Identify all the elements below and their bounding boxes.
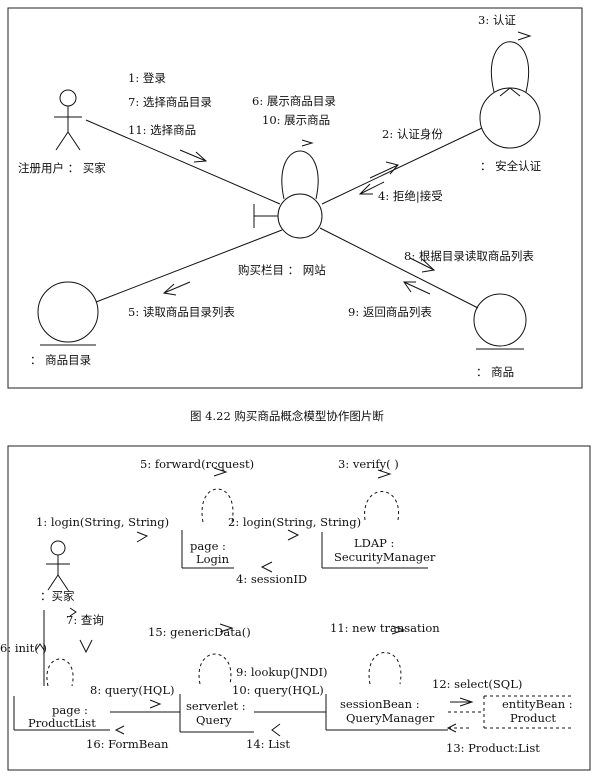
msg-verify: 3: verify( ) xyxy=(338,457,399,471)
login-line2: Login xyxy=(196,552,230,566)
msg-new-trans: 11: new transation xyxy=(330,621,440,635)
link-buy-catalog xyxy=(95,229,283,303)
link-actor-buy xyxy=(85,119,281,205)
msg-lookup: 9: lookup(JNDI) xyxy=(236,665,328,679)
msg-select-catalog: 7: 选择商品目录 xyxy=(128,95,212,109)
figure-caption: 图 4.22 购买商品概念模型协作图片断 xyxy=(190,409,384,423)
catalog-label: ： 商品目录 xyxy=(30,353,91,367)
qm-line2: QueryManager xyxy=(346,711,435,725)
buyer-label: ：买家 xyxy=(40,589,75,603)
msg-formbean: 16: FormBean xyxy=(86,737,169,751)
bottom-texts: 5: forward(rcquest) 3: verify( ) 1: logi… xyxy=(0,457,573,755)
msg-query-hql2: 10: query(HQL) xyxy=(232,683,324,697)
ldap-line1: LDAP : xyxy=(354,536,394,550)
msg-query-cn: 7: 查询 xyxy=(66,613,104,627)
login-line1: page : xyxy=(190,539,226,553)
entity-bean-object xyxy=(483,695,572,729)
qm-line1: sessionBean : xyxy=(340,697,420,711)
eb-line2: Product xyxy=(510,711,556,725)
msg-forward: 5: forward(rcquest) xyxy=(140,457,254,471)
msg-login1: 1: login(String, String) xyxy=(36,515,169,529)
bottom-frame xyxy=(7,445,591,771)
buyer-actor-bottom xyxy=(46,540,70,591)
msg-read-catalog: 5: 读取商品目录列表 xyxy=(128,305,235,319)
goods-label: ： 商品 xyxy=(476,365,514,379)
msg-login: 1: 登录 xyxy=(128,71,166,85)
msg-show-goods: 10: 展示商品 xyxy=(262,113,330,127)
bottom-diagram xyxy=(7,445,591,771)
top-diagram xyxy=(7,7,583,389)
query-line2: Query xyxy=(196,713,232,727)
msg-session: 4: sessionID xyxy=(236,572,307,586)
buy-column-boundary xyxy=(253,139,323,239)
productlist-object xyxy=(13,610,110,731)
query-servlet-object xyxy=(179,653,254,733)
msg-generic: 15: genericData() xyxy=(148,625,251,639)
bottom-msg-arrows xyxy=(35,467,474,737)
eb-line1: entityBean : xyxy=(502,697,573,711)
security-control xyxy=(479,31,541,149)
msg-product-list: 13: Product:List xyxy=(446,741,540,755)
pl-line1: page : xyxy=(52,703,88,717)
link-buy-goods xyxy=(319,227,479,309)
msg-arrows xyxy=(162,149,436,296)
msg-return-list: 9: 返回商品列表 xyxy=(348,305,432,319)
msg-query-hql1: 8: query(HQL) xyxy=(90,683,174,697)
login-page-object xyxy=(181,488,234,569)
actor-label: 注册用户 ： 买家 xyxy=(18,161,106,175)
ldap-line2: SecurityManager xyxy=(334,550,436,564)
query-line1: serverlet : xyxy=(186,699,246,713)
catalog-entity xyxy=(37,281,99,346)
msg-read-list: 8: 根据目录读取商品列表 xyxy=(404,249,534,263)
msg-self-auth: 3: 认证 xyxy=(478,13,516,27)
top-frame xyxy=(7,7,583,389)
msg-show-catalog: 6: 展示商品目录 xyxy=(252,94,336,108)
msg-auth: 2: 认证身份 xyxy=(382,127,443,141)
buyer-actor xyxy=(54,89,82,151)
top-texts: 1: 登录 7: 选择商品目录 11: 选择商品 6: 展示商品目录 10: 展… xyxy=(18,13,542,379)
goods-entity xyxy=(473,293,527,350)
msg-login2: 2: login(String, String) xyxy=(228,515,361,529)
msg-list: 14: List xyxy=(246,737,290,751)
buy-column-label: 购买栏目 ： 网站 xyxy=(238,263,326,277)
msg-select: 12: select(SQL) xyxy=(432,677,522,691)
msg-reject-accept: 4: 拒绝|接受 xyxy=(378,189,443,204)
msg-init: 6: init( ) xyxy=(0,641,47,655)
msg-select-goods: 11: 选择商品 xyxy=(128,123,196,137)
link-buy-security xyxy=(321,127,483,205)
ldap-object xyxy=(321,491,428,569)
security-label: ： 安全认证 xyxy=(480,159,542,173)
pl-line2: ProductList xyxy=(28,716,96,730)
